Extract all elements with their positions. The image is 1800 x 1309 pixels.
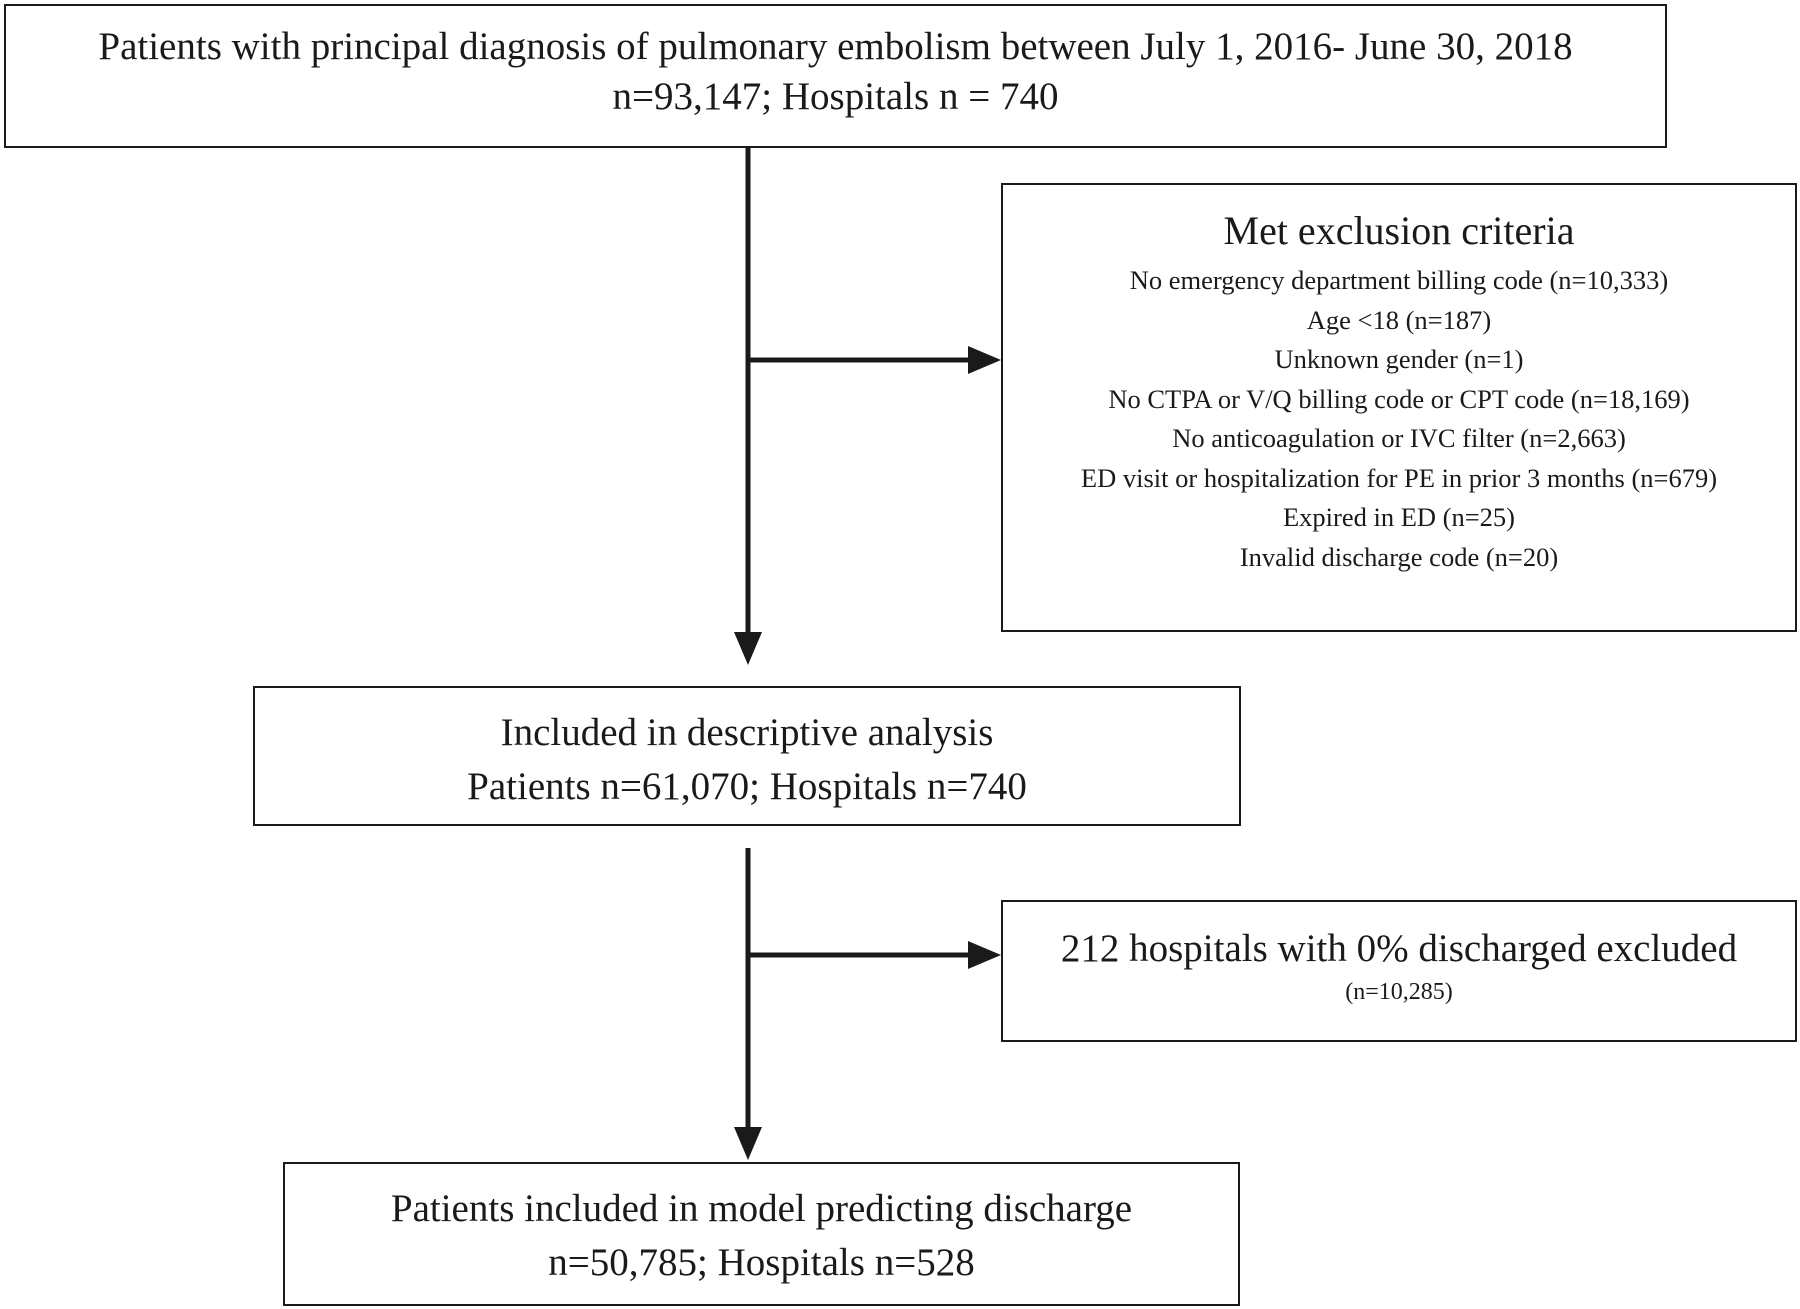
exclusion-item: Unknown gender (n=1) bbox=[1274, 344, 1524, 374]
arrowhead-main-2 bbox=[734, 1127, 762, 1160]
initial-cohort-count: n=93,147; Hospitals n = 740 bbox=[612, 75, 1059, 118]
model-cohort-title: Patients included in model predicting di… bbox=[390, 1187, 1133, 1230]
hospital-exclusion-box: 212 hospitals with 0% discharged exclude… bbox=[1001, 900, 1797, 1042]
exclusion-item: Expired in ED (n=25) bbox=[1282, 502, 1516, 532]
exclusion-item: Invalid discharge code (n=20) bbox=[1239, 541, 1559, 572]
exclusion-criteria-title: Met exclusion criteria bbox=[1223, 208, 1575, 253]
exclusion-item: No CTPA or V/Q billing code or CPT code … bbox=[1108, 383, 1690, 414]
arrowhead-branch-1 bbox=[968, 346, 1001, 374]
exclusion-item: Age <18 (n=187) bbox=[1306, 304, 1492, 335]
hospital-exclusion-count: (n=10,285) bbox=[1345, 979, 1453, 1005]
hospital-exclusion-title: 212 hospitals with 0% discharged exclude… bbox=[1060, 927, 1738, 970]
descriptive-analysis-count: Patients n=61,070; Hospitals n=740 bbox=[467, 765, 1027, 808]
arrowhead-main-1 bbox=[734, 632, 762, 665]
initial-cohort-description: Patients with principal diagnosis of pul… bbox=[98, 25, 1573, 68]
model-cohort-count: n=50,785; Hospitals n=528 bbox=[548, 1241, 975, 1284]
model-cohort-box: Patients included in model predicting di… bbox=[283, 1162, 1240, 1306]
arrowhead-branch-2 bbox=[968, 941, 1001, 969]
exclusion-criteria-box: Met exclusion criteria No emergency depa… bbox=[1001, 183, 1797, 632]
initial-cohort-box: Patients with principal diagnosis of pul… bbox=[4, 4, 1667, 148]
descriptive-analysis-title: Included in descriptive analysis bbox=[500, 711, 994, 754]
exclusion-item: No emergency department billing code (n=… bbox=[1129, 265, 1669, 295]
descriptive-analysis-box: Included in descriptive analysis Patient… bbox=[253, 686, 1241, 826]
exclusion-item: ED visit or hospitalization for PE in pr… bbox=[1080, 462, 1718, 493]
exclusion-item: No anticoagulation or IVC filter (n=2,66… bbox=[1172, 423, 1626, 453]
